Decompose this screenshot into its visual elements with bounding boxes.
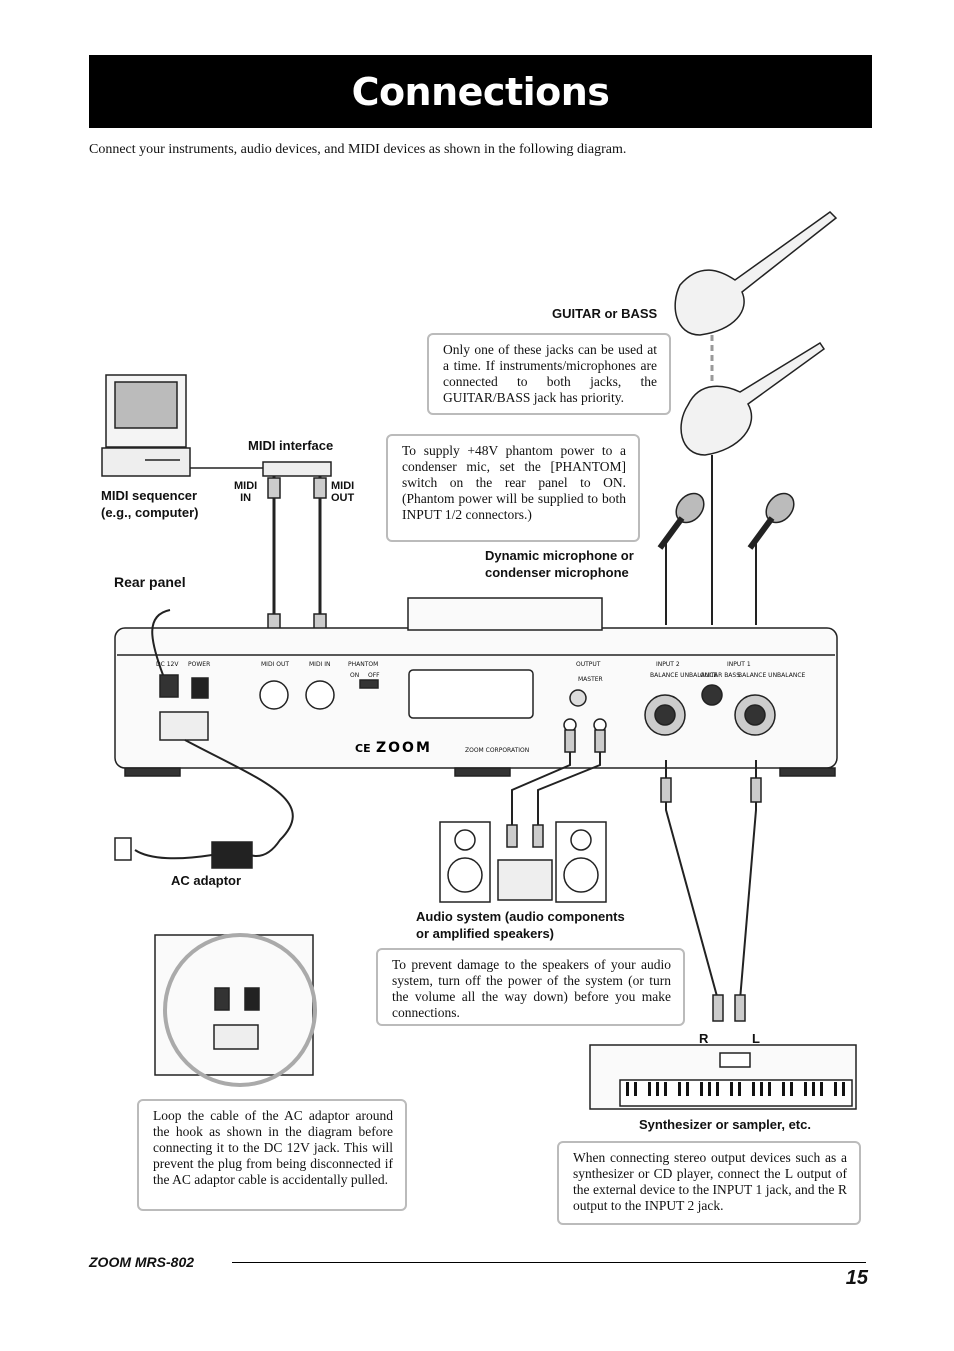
panel-corp: ZOOM CORPORATION — [465, 747, 529, 754]
note-speakers: To prevent damage to the speakers of you… — [376, 948, 685, 1026]
panel-phantom: PHANTOM — [348, 661, 378, 668]
panel-input1: INPUT 1 — [727, 661, 751, 668]
panel-ce: CE — [355, 742, 371, 755]
label-r: R — [699, 1031, 709, 1046]
synthesizer-icon — [589, 1044, 857, 1110]
panel-on: ON — [350, 672, 359, 679]
label-synth: Synthesizer or sampler, etc. — [639, 1117, 811, 1132]
panel-off: OFF — [368, 672, 380, 679]
panel-dc12v: DC 12V — [156, 661, 179, 668]
panel-balance-2: BALANCE UNBALANCE — [650, 672, 718, 679]
microphone-icon — [657, 492, 795, 550]
panel-power: POWER — [188, 661, 210, 668]
computer-icon — [101, 374, 191, 477]
panel-guitar-bass: GUITAR BASS — [700, 672, 740, 679]
note-phantom: To supply +48V phantom power to a conden… — [386, 434, 640, 542]
panel-master: MASTER — [578, 676, 603, 683]
label-ac-adaptor: AC adaptor — [171, 873, 242, 888]
ac-hook-detail — [154, 933, 317, 1087]
synth-keys — [626, 1082, 845, 1096]
panel-input2: INPUT 2 — [656, 661, 680, 668]
panel-output: OUTPUT — [576, 661, 601, 668]
guitar-icon — [674, 211, 838, 456]
label-l: L — [752, 1031, 760, 1046]
label-audio-system: Audio system (audio components or amplif… — [416, 909, 625, 941]
page-title: Connections — [351, 69, 610, 114]
footer-model: ZOOM MRS-802 — [89, 1254, 195, 1270]
rear-panel — [114, 597, 838, 777]
label-midi-sequencer: MIDI sequencer (e.g., computer) — [101, 488, 199, 520]
title-bar: Connections — [89, 55, 872, 128]
intro-text: Connect your instruments, audio devices,… — [89, 142, 627, 157]
page-number: 15 — [845, 1267, 868, 1289]
note-stereo: When connecting stereo output devices su… — [557, 1141, 861, 1225]
panel-brand: ZOOM — [376, 740, 432, 756]
footer-rule — [232, 1262, 866, 1263]
label-midi-in: MIDI IN — [234, 480, 258, 504]
label-guitar: GUITAR or BASS — [552, 306, 658, 321]
panel-midi-out: MIDI OUT — [261, 661, 289, 668]
note-jack-priority: Only one of these jacks can be used at a… — [427, 333, 671, 415]
label-rear-panel: Rear panel — [114, 574, 186, 590]
panel-balance-1: BALANCE UNBALANCE — [738, 672, 806, 679]
speakers-icon — [439, 821, 607, 903]
note-ac-loop: Loop the cable of the AC adaptor around … — [137, 1099, 407, 1211]
label-microphone: Dynamic microphone or condenser micropho… — [485, 548, 634, 580]
panel-midi-in: MIDI IN — [309, 661, 331, 668]
midi-interface-icon — [190, 461, 332, 477]
label-midi-interface: MIDI interface — [248, 438, 334, 453]
label-midi-out: MIDI OUT — [331, 480, 355, 504]
